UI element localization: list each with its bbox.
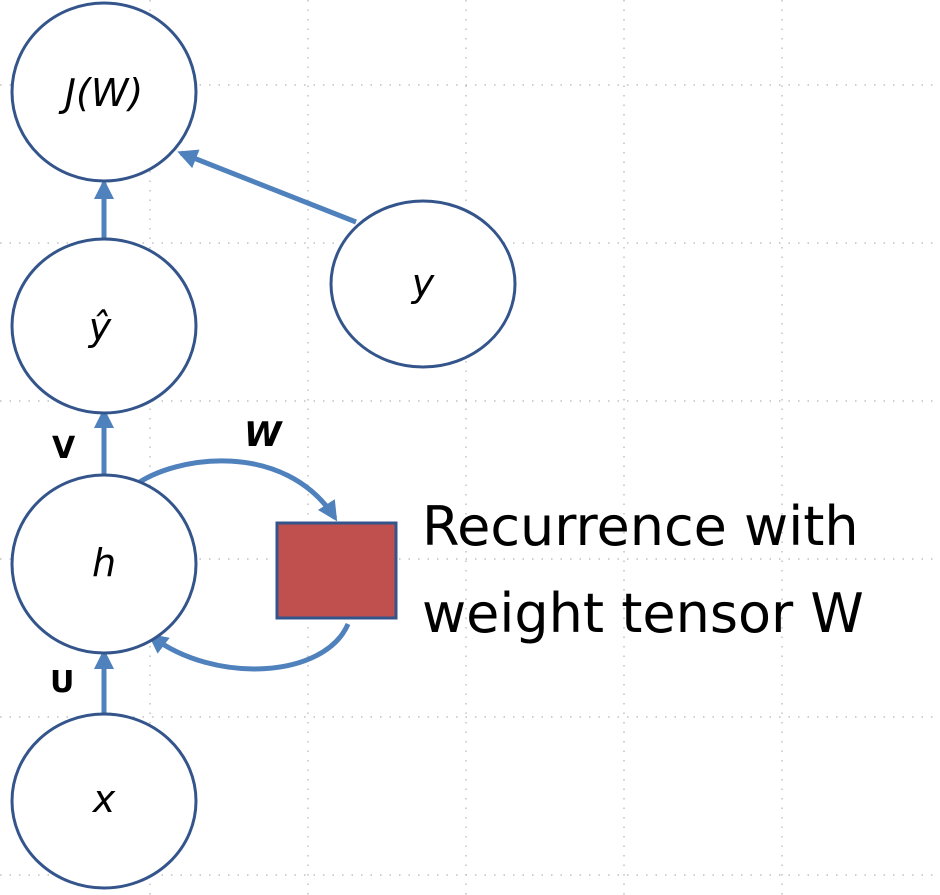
y-label: y: [411, 261, 435, 305]
edge-label-w: W: [244, 415, 283, 455]
edge-h-to-recurrence: [132, 458, 338, 522]
recurrence-box: [275, 521, 398, 620]
x-label: x: [92, 777, 116, 821]
caption: Recurrence with weight tensor W: [422, 495, 864, 645]
y-hat-node: [10, 237, 198, 415]
edge-label-u: U: [50, 665, 74, 700]
cost-node: [10, 1, 198, 183]
edge-label-v: V: [52, 431, 76, 466]
edge-y-to-cost: [177, 149, 357, 225]
node-labels: J(W) ŷ y h x: [58, 71, 435, 821]
caption-line-2: weight tensor W: [422, 582, 864, 645]
y-node: [329, 199, 517, 369]
edges: [94, 149, 357, 715]
caption-line-1: Recurrence with: [422, 495, 859, 558]
h-label: h: [92, 541, 116, 585]
x-node: [10, 712, 198, 890]
h-node: [10, 473, 198, 655]
nodes: [10, 1, 517, 890]
edge-labels: V W U: [50, 415, 283, 700]
cost-label: J(W): [58, 71, 143, 115]
edge-recurrence-to-h: [147, 622, 351, 672]
y-hat-label: ŷ: [88, 305, 112, 349]
